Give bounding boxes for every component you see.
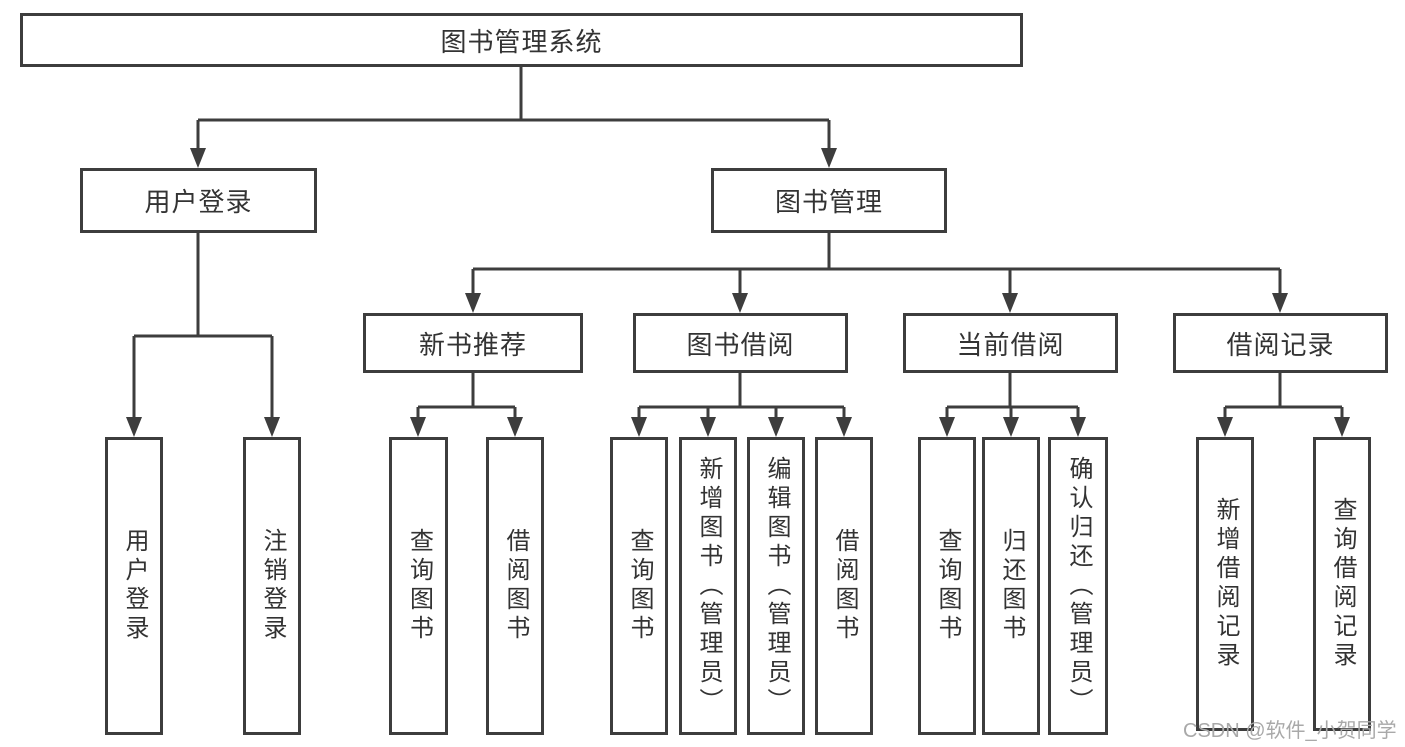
leaf-add-borrow-record: 新增借阅记录 (1196, 437, 1254, 731)
leaf-borrow-book-recommend: 借阅图书 (486, 437, 544, 735)
leaf-query-book-current: 查询图书 (918, 437, 976, 735)
node-book-borrow: 图书借阅 (633, 313, 848, 373)
node-root: 图书管理系统 (20, 13, 1023, 67)
leaf-logout-login: 注销登录 (243, 437, 301, 735)
node-new-book-recommend: 新书推荐 (363, 313, 583, 373)
leaf-confirm-return-admin: 确认归还（管理员） (1048, 437, 1108, 735)
leaf-query-book-recommend: 查询图书 (389, 437, 448, 735)
leaf-edit-book-admin: 编辑图书（管理员） (747, 437, 805, 735)
node-current-borrow: 当前借阅 (903, 313, 1118, 373)
leaf-borrow-book: 借阅图书 (815, 437, 873, 735)
leaf-query-borrow-record: 查询借阅记录 (1313, 437, 1371, 731)
node-borrow-record: 借阅记录 (1173, 313, 1388, 373)
leaf-return-book: 归还图书 (982, 437, 1040, 735)
leaf-user-login: 用户登录 (105, 437, 163, 735)
node-user-login: 用户登录 (80, 168, 317, 233)
node-book-management: 图书管理 (711, 168, 947, 233)
leaf-add-book-admin: 新增图书（管理员） (679, 437, 737, 735)
leaf-query-book-borrow: 查询图书 (610, 437, 668, 735)
watermark: CSDN @软件_小贺同学 (1183, 720, 1397, 742)
